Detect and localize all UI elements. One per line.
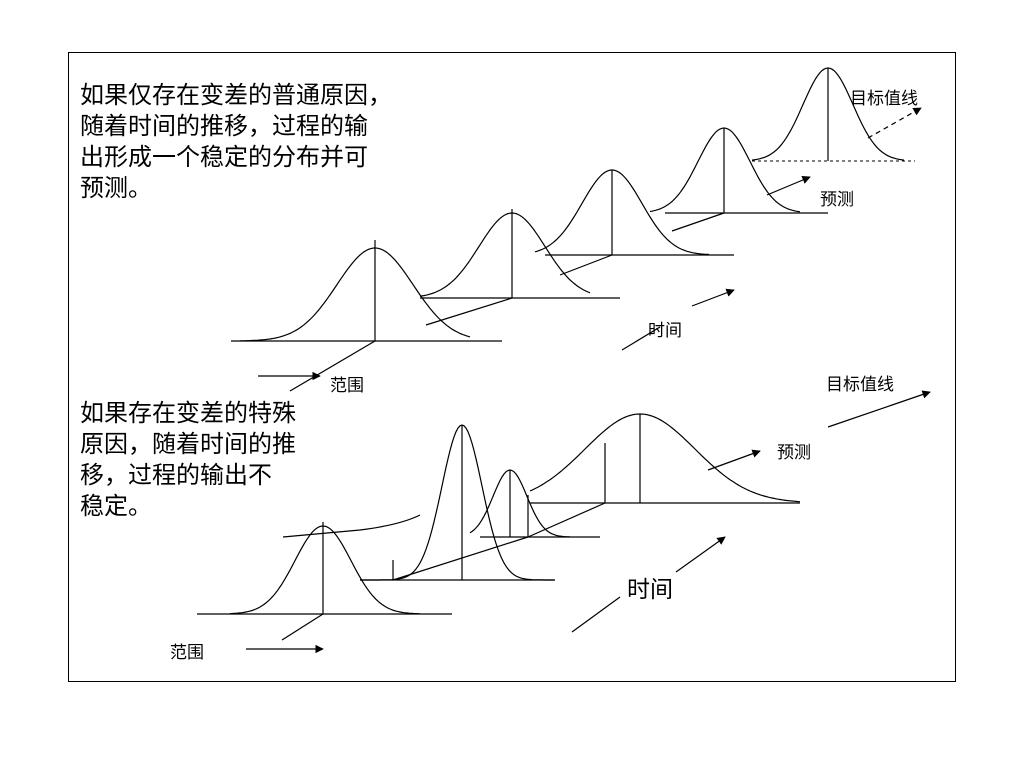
top-target-dashed-arrow [867,107,922,139]
top-time-tail [621,326,661,351]
bottom-range-label: 范围 [170,643,204,663]
top-time-arrow [691,288,735,307]
bottom-time-label: 时间 [627,577,673,603]
bottom-target-arrow [827,390,931,428]
top-forecast-arrow [766,176,811,196]
bottom-description: 如果存在变差的特殊 原因，随着时间的推 移，过程的输出不 稳定。 [80,398,296,522]
top-forecast-label: 预测 [820,190,854,210]
top-range-label: 范围 [330,376,364,396]
bottom-axis-link [527,502,606,538]
bottom-rear-baseline [282,514,421,538]
bottom-description-line-4: 稳定。 [80,492,152,520]
bottom-distribution-curve-2 [360,424,554,581]
top-description-line-1: 如果仅存在变差的普通原因， [80,81,392,109]
bottom-forecast-arrow [707,449,761,471]
bottom-time-tail [571,596,621,633]
bottom-distribution-curve-1 [230,525,421,615]
top-distribution-curve-2 [419,212,591,297]
top-distribution-curve-1 [240,247,471,342]
top-distribution-axis-1 [289,340,376,392]
bottom-description-line-3: 移，过程的输出不 [80,461,272,489]
top-distribution-axis-2 [425,297,513,326]
top-description-line-2: 随着时间的推移，过程的输 [80,112,368,140]
top-distribution-axis-3 [559,254,613,276]
bottom-distribution-curve-3 [469,469,571,538]
bottom-unstable-distributions [197,413,801,641]
slide-frame [68,52,956,682]
top-target-line-label: 目标值线 [850,89,918,109]
top-distribution-curve-4 [649,127,801,213]
bottom-target-line-label: 目标值线 [826,375,894,395]
bottom-description-line-1: 如果存在变差的特殊 [80,399,296,427]
top-time-label: 时间 [648,321,682,341]
bottom-description-line-2: 原因，随着时间的推 [80,430,296,458]
top-description: 如果仅存在变差的普通原因， 随着时间的推移，过程的输 出形成一个稳定的分布并可 … [80,80,392,204]
bottom-distribution-axis-1 [281,613,324,641]
top-distribution-curve-3 [534,169,710,256]
bottom-distribution-curve-4 [529,413,801,503]
top-stable-distributions [231,67,905,392]
bottom-time-arrow [675,536,726,573]
bottom-forecast-label: 预测 [777,443,811,463]
bottom-axis-link-2 [392,536,529,581]
top-distribution-axis-4 [671,212,725,232]
top-description-line-4: 预测。 [80,174,152,202]
top-description-line-3: 出形成一个稳定的分布并可 [80,143,368,171]
